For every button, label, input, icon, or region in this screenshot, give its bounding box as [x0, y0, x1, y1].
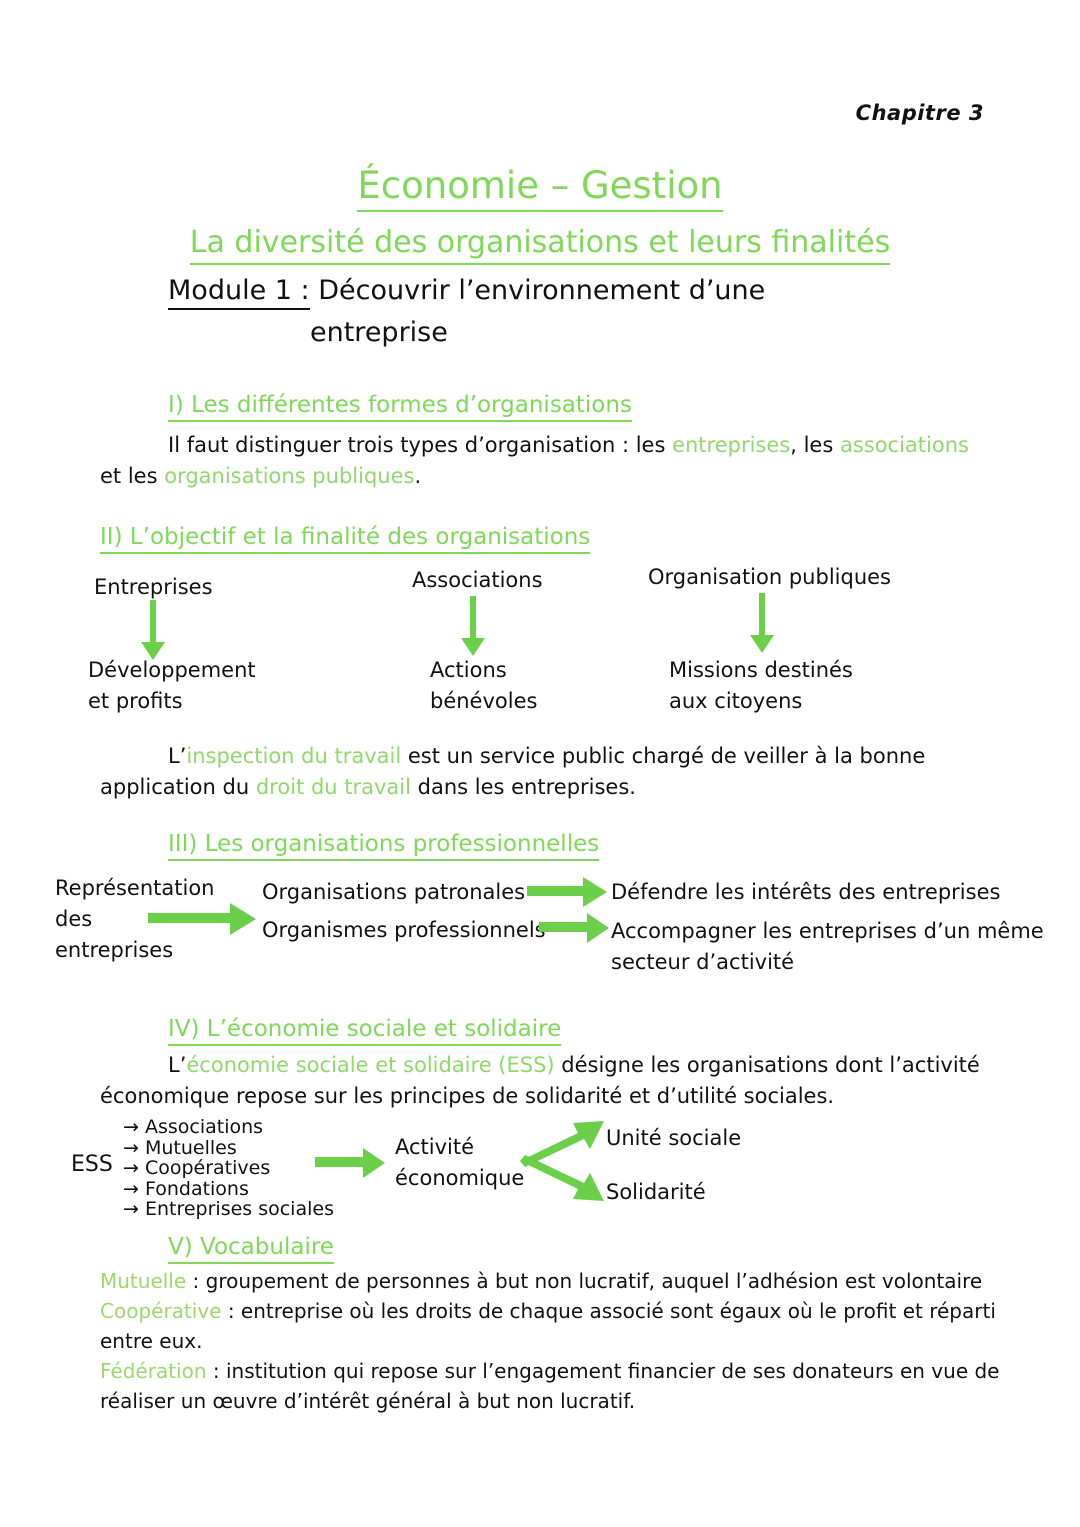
- section-heading-4-text: IV) L’économie sociale et solidaire: [168, 1016, 562, 1046]
- section-heading-2: II) L’objectif et la finalité des organi…: [100, 524, 591, 554]
- s1-text-3: et les: [100, 464, 165, 488]
- right-arrow-icon: [315, 1148, 385, 1178]
- s2-col2-target: Actions bénévoles: [430, 655, 537, 717]
- section-heading-3-text: III) Les organisations professionnelles: [168, 831, 600, 861]
- s3-source-line1: Représentation: [55, 876, 215, 900]
- s2-col1-source: Entreprises: [94, 575, 213, 599]
- diagonal-up-right-arrow-icon: [520, 1121, 604, 1167]
- ess-item: → Fondations: [123, 1177, 249, 1200]
- right-arrow-icon: [527, 877, 607, 907]
- section-heading-2-text: II) L’objectif et la finalité des organi…: [100, 524, 591, 554]
- s2-col1-target-line1: Développement: [88, 658, 256, 682]
- vocab-separator: :: [186, 1269, 206, 1293]
- s1-text-2: , les: [790, 433, 840, 457]
- ess-items-list: → Associations → Mutuelles → Coopérative…: [123, 1117, 334, 1220]
- s4-text-0: L’: [168, 1053, 187, 1077]
- s2-text-2: application du: [100, 775, 256, 799]
- vocab-term: Fédération: [100, 1359, 207, 1383]
- page-subtitle-text: La diversité des organisations et leurs …: [189, 225, 891, 265]
- ess-outcome-bottom: Solidarité: [606, 1180, 706, 1204]
- section-heading-5-text: V) Vocabulaire: [168, 1234, 334, 1264]
- vocab-definition: entreprise où les droits de chaque assoc…: [240, 1299, 996, 1323]
- s3-outcome-1: Défendre les intérêts des entreprises: [611, 880, 1001, 904]
- right-arrow-icon: [148, 903, 256, 935]
- s2-col2-target-line2: bénévoles: [430, 689, 538, 713]
- vocabulary-list: Mutuelle : groupement de personnes à but…: [100, 1266, 1000, 1416]
- s2-text-0: L’: [168, 744, 187, 768]
- section-heading-1-text: I) Les différentes formes d’organisation…: [168, 392, 632, 422]
- s2-highlight-inspection: inspection du travail: [186, 744, 402, 768]
- s3-source-line2: des: [55, 907, 93, 931]
- diagonal-down-right-arrow-icon: [520, 1155, 604, 1201]
- s3-source-line3: entreprises: [55, 938, 174, 962]
- vocab-entry-cooperative: Coopérative : entreprise où les droits d…: [100, 1296, 1000, 1356]
- module-text: Découvrir l’environnement d’une: [309, 275, 766, 306]
- vocab-definition: institution qui repose sur l’engagement …: [225, 1359, 1000, 1383]
- s1-highlight-organisations-publiques: organisations publiques: [164, 464, 415, 488]
- module-heading: Module 1 : Découvrir l’environnement d’u…: [168, 275, 766, 310]
- s1-text-4: .: [414, 464, 422, 488]
- s2-text-1: est un service public chargé de veiller …: [401, 744, 926, 768]
- ess-item: → Associations: [123, 1116, 264, 1138]
- s2-highlight-droit: droit du travail: [255, 775, 411, 799]
- section-heading-3: III) Les organisations professionnelles: [168, 831, 600, 861]
- s2-col3-source: Organisation publiques: [648, 565, 891, 589]
- ess-root-label: ESS: [71, 1152, 113, 1177]
- s2-col3-target: Missions destinés aux citoyens: [669, 655, 853, 717]
- module-label: Module 1 :: [168, 275, 310, 310]
- s1-highlight-associations: associations: [839, 433, 969, 457]
- section-4-paragraph: L’économie sociale et solidaire (ESS) dé…: [100, 1050, 1000, 1112]
- section-heading-1: I) Les différentes formes d’organisation…: [168, 392, 632, 422]
- down-arrow-icon: [750, 593, 774, 653]
- s3-middle-2: Organismes professionnels: [262, 918, 546, 942]
- s4-text-2: économique repose sur les principes de s…: [100, 1084, 835, 1108]
- s1-text-1: Il faut distinguer trois types d’organis…: [168, 433, 673, 457]
- s2-col2-source: Associations: [412, 568, 543, 592]
- ess-outcome-top: Unité sociale: [606, 1126, 742, 1150]
- s3-outcome-2-line1: Accompagner les entreprises d’un même: [611, 919, 1044, 943]
- s2-col1-target-line2: et profits: [88, 689, 183, 713]
- s3-outcome-2: Accompagner les entreprises d’un même sec…: [611, 916, 1044, 978]
- vocab-separator: :: [221, 1299, 241, 1323]
- page-title-text: Économie – Gestion: [357, 164, 723, 212]
- vocab-separator: :: [206, 1359, 226, 1383]
- section-heading-5: V) Vocabulaire: [168, 1234, 334, 1264]
- s1-highlight-entreprises: entreprises: [672, 433, 791, 457]
- s2-col2-target-line1: Actions: [430, 658, 507, 682]
- vocab-term: Coopérative: [100, 1299, 222, 1323]
- down-arrow-icon: [461, 596, 485, 656]
- s2-col1-target: Développement et profits: [88, 655, 256, 717]
- s2-col3-target-line1: Missions destinés: [669, 658, 853, 682]
- ess-item: → Mutuelles: [123, 1136, 237, 1159]
- right-arrow-icon: [539, 913, 609, 943]
- s4-highlight-ess: économie sociale et solidaire (ESS): [186, 1053, 555, 1077]
- down-arrow-icon: [141, 600, 165, 660]
- ess-middle-line1: Activité: [395, 1135, 475, 1159]
- section-heading-4: IV) L’économie sociale et solidaire: [168, 1016, 562, 1046]
- ess-middle-label: Activité économique: [395, 1132, 524, 1194]
- ess-item: → Coopératives: [123, 1157, 271, 1179]
- s2-text-3: dans les entreprises.: [410, 775, 636, 799]
- vocab-entry-mutuelle: Mutuelle : groupement de personnes à but…: [100, 1266, 1000, 1296]
- section-1-paragraph: Il faut distinguer trois types d’organis…: [100, 430, 980, 492]
- chapter-label: Chapitre 3: [855, 101, 984, 125]
- page-title: Économie – Gestion: [0, 164, 1080, 212]
- s3-source-label: Représentation des entreprises: [55, 873, 215, 966]
- vocab-entry-federation: Fédération : institution qui repose sur …: [100, 1356, 1000, 1416]
- vocab-definition-line2: entre eux.: [100, 1329, 203, 1353]
- ess-item: → Entreprises sociales: [123, 1198, 334, 1220]
- s4-text-1: désigne les organisations dont l’activit…: [554, 1053, 980, 1077]
- vocab-term: Mutuelle: [100, 1269, 187, 1293]
- ess-middle-line2: économique: [395, 1166, 525, 1190]
- vocab-definition: groupement de personnes à but non lucrat…: [205, 1269, 983, 1293]
- vocab-definition-line2: réaliser un œuvre d’intérêt général à bu…: [100, 1389, 636, 1413]
- page-subtitle: La diversité des organisations et leurs …: [0, 225, 1080, 265]
- module-heading-line2: entreprise: [310, 317, 448, 348]
- s3-outcome-2-line2: secteur d’activité: [611, 950, 795, 974]
- s3-middle-1: Organisations patronales: [262, 880, 526, 904]
- section-2-paragraph: L’inspection du travail est un service p…: [100, 741, 1000, 803]
- s2-col3-target-line2: aux citoyens: [669, 689, 803, 713]
